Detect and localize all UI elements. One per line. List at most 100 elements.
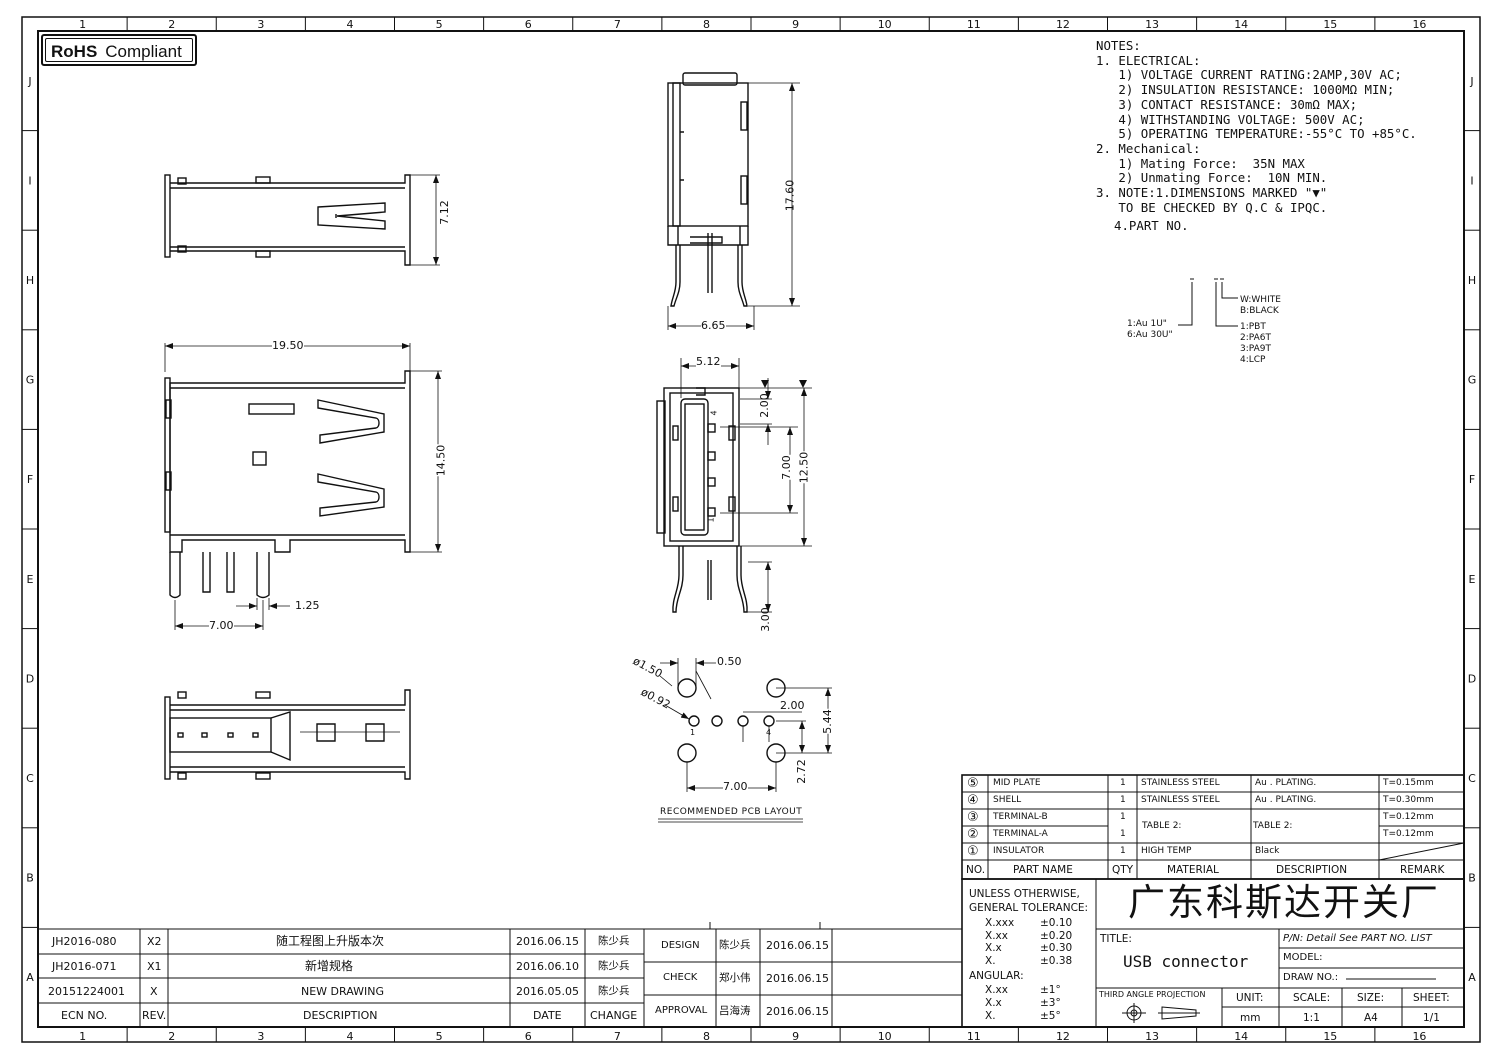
rev-header-date: DATE	[533, 1009, 562, 1022]
dim-label: 3.00	[758, 607, 772, 632]
bom-material: STAINLESS STEEL	[1141, 778, 1220, 788]
face-view	[656, 358, 812, 613]
zone-label: 11	[967, 18, 981, 31]
tolerance-key: X.xxx	[985, 917, 1015, 929]
bom-part-name: INSULATOR	[993, 846, 1045, 856]
tolerance-value: ±5°	[1040, 1010, 1061, 1022]
plating-options: 1:Au 1U" 6:Au 30U"	[1127, 319, 1173, 341]
bom-part-name: SHELL	[993, 795, 1022, 805]
pin-label: 1	[706, 517, 716, 523]
dim-label: 5.12	[696, 355, 721, 368]
zone-label: F	[27, 473, 33, 486]
zone-label: A	[1468, 971, 1476, 984]
zone-label: 10	[878, 18, 892, 31]
material-options: 1:PBT 2:PA6T 3:PA9T 4:LCP	[1240, 322, 1271, 366]
zone-label: 8	[703, 18, 710, 31]
top-view	[164, 174, 440, 266]
zone-label: D	[26, 672, 34, 685]
plating-option: 6:Au 30U"	[1127, 330, 1173, 340]
rev-header-rev: REV.	[142, 1009, 167, 1022]
bom-qty: 1	[1120, 812, 1126, 822]
projection-label: THIRD ANGLE PROJECTION	[1099, 990, 1206, 999]
zone-label: 1	[79, 1030, 86, 1043]
bom-description: Au . PLATING.	[1255, 778, 1317, 788]
bom-header-qty: QTY	[1112, 864, 1134, 876]
zone-label: 5	[436, 1030, 443, 1043]
bom-part-name: TERMINAL-B	[993, 812, 1048, 822]
bom-header-no: NO.	[966, 864, 986, 876]
tolerance-key: X.xx	[985, 930, 1008, 942]
rev-code: X1	[147, 960, 162, 973]
bottom-view	[164, 689, 411, 780]
signoff-role: CHECK	[663, 972, 698, 983]
zone-label: B	[26, 872, 34, 885]
note-line: 2) INSULATION RESISTANCE: 1000MΩ MIN;	[1096, 82, 1395, 98]
rev-header-description: DESCRIPTION	[303, 1009, 378, 1022]
scale-label: SCALE:	[1293, 992, 1331, 1004]
pcb-layout	[658, 658, 832, 823]
front-view	[164, 343, 442, 630]
zone-label: 9	[792, 18, 799, 31]
zone-label: H	[1468, 274, 1476, 287]
part-code-leaders	[1178, 278, 1238, 327]
material-option: 1:PBT	[1240, 322, 1266, 332]
size-label: SIZE:	[1357, 992, 1385, 1004]
zone-label: 4	[346, 1030, 353, 1043]
notes-block: NOTES: 1. ELECTRICAL: 1) VOLTAGE CURRENT…	[1096, 38, 1417, 234]
pin-label: 1	[690, 728, 696, 737]
rev-ecn: 20151224001	[48, 985, 125, 998]
tolerance-title: GENERAL TOLERANCE:	[969, 902, 1089, 914]
sheet-value: 1/1	[1423, 1012, 1440, 1024]
zone-label: D	[1468, 672, 1476, 685]
bom-description: Au . PLATING.	[1255, 795, 1317, 805]
note-line: 4) WITHSTANDING VOLTAGE: 500V AC;	[1096, 111, 1365, 127]
zone-label: 4	[346, 18, 353, 31]
tolerance-value: ±1°	[1040, 984, 1061, 996]
bom-material: TABLE 2:	[1142, 821, 1182, 831]
bom-header-part-name: PART NAME	[1013, 864, 1073, 876]
rev-date: 2016.05.05	[516, 985, 579, 998]
sheet-label: SHEET:	[1413, 992, 1450, 1004]
zone-label: C	[26, 772, 34, 785]
zone-label: H	[26, 274, 34, 287]
rev-description: 新增规格	[305, 959, 354, 973]
zone-label: E	[27, 573, 34, 586]
tolerance-value: ±0.10	[1040, 917, 1073, 929]
bom-description: TABLE 2:	[1253, 821, 1293, 831]
zone-label: G	[1468, 374, 1477, 387]
zone-label: 2	[168, 1030, 175, 1043]
zone-label: 16	[1412, 1030, 1426, 1043]
tolerance-key: X.x	[985, 942, 1002, 954]
title-value: USB connector	[1123, 952, 1249, 971]
company-name: 广东科斯达开关厂	[1128, 881, 1440, 924]
dim-label: 5.44	[820, 709, 834, 734]
color-options: W:WHITE B:BLACK	[1240, 295, 1281, 317]
zone-label: 8	[703, 1030, 710, 1043]
tolerance-value: ±0.38	[1040, 955, 1073, 967]
material-option: 2:PA6T	[1240, 333, 1271, 343]
bom-no: ⑤	[967, 776, 979, 791]
bom-description: Black	[1255, 846, 1280, 856]
rev-change: 陈少兵	[598, 960, 630, 972]
color-option: W:WHITE	[1240, 295, 1281, 305]
bom-part-name: TERMINAL-A	[993, 829, 1048, 839]
zone-label: 6	[525, 1030, 532, 1043]
tolerance-value: ±0.30	[1040, 942, 1073, 954]
tolerance-key: X.	[985, 1010, 996, 1022]
part-no-label: 4.PART NO.	[1114, 218, 1189, 234]
dim-label: 2.00	[757, 393, 771, 418]
pin-label: 4	[766, 728, 772, 737]
zone-label: I	[1470, 174, 1473, 187]
plating-option: 1:Au 1U"	[1127, 319, 1167, 329]
check-marks	[761, 380, 807, 388]
zone-label: F	[1469, 473, 1475, 486]
model-label: MODEL:	[1283, 952, 1323, 963]
zone-label: 12	[1056, 1030, 1070, 1043]
zone-label: 3	[257, 18, 264, 31]
bom-qty: 1	[1120, 829, 1126, 839]
angular-label: ANGULAR:	[969, 970, 1024, 982]
unit-label: UNIT:	[1236, 992, 1264, 1004]
zone-label: 7	[614, 18, 621, 31]
draw-no-label: DRAW NO.:	[1283, 972, 1339, 983]
